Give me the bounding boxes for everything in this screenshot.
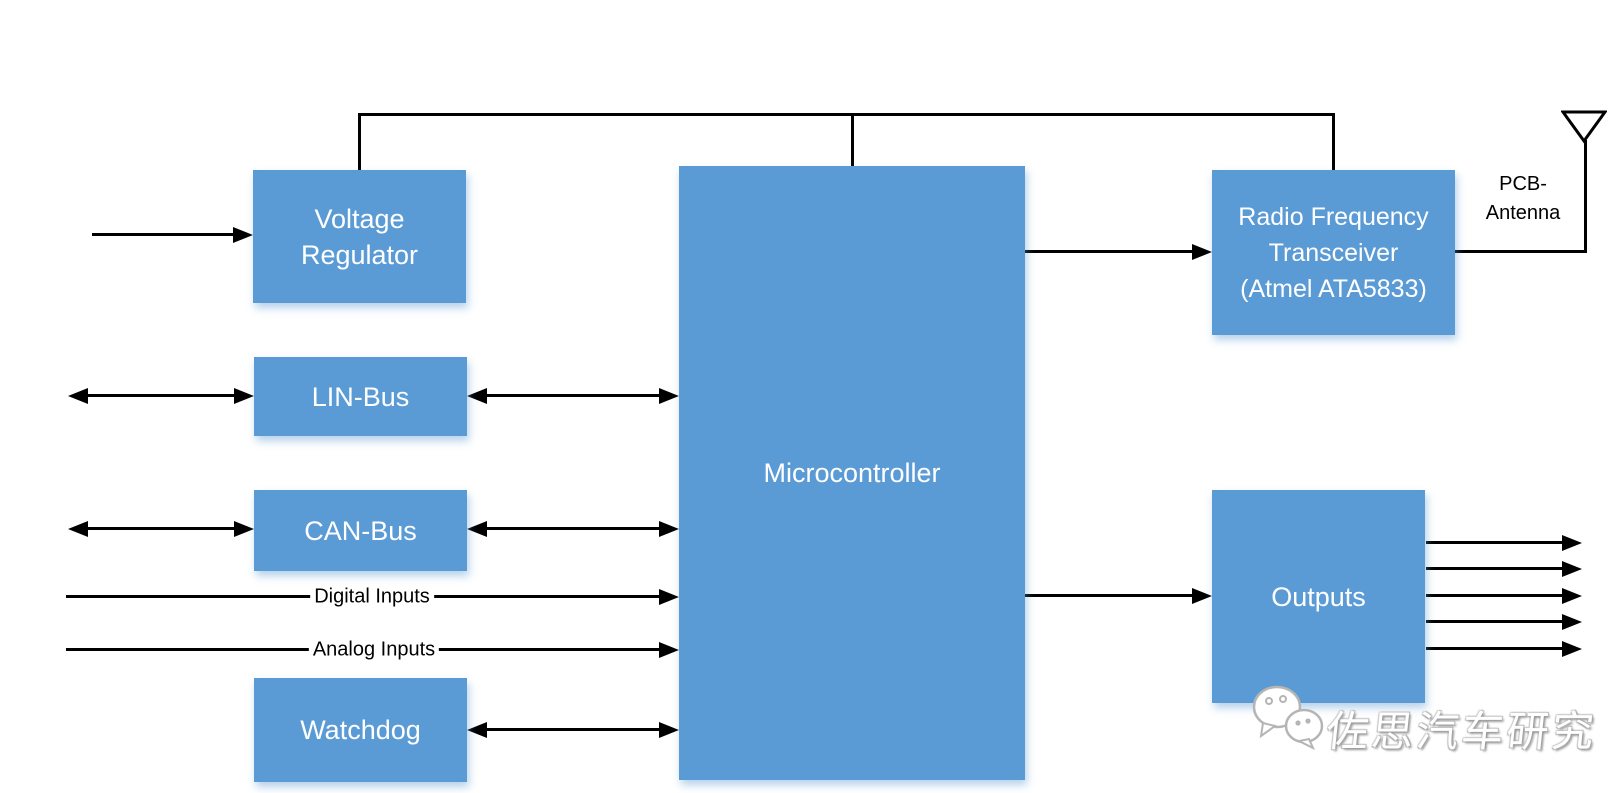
- connector-top-bus-riser-rf-transceiver: [1332, 113, 1335, 172]
- connector-top-bus-riser-voltage-regulator: [358, 113, 361, 170]
- box-can-bus: CAN-Bus: [254, 490, 467, 571]
- connector-output-5: [1426, 647, 1564, 650]
- connector-output-3: [1426, 594, 1564, 597]
- arrowhead-icon: [1192, 244, 1212, 260]
- arrowhead-icon: [659, 722, 679, 738]
- wechat-icon: [1252, 685, 1324, 750]
- box-rf-transceiver-label: Transceiver: [1268, 238, 1399, 267]
- arrowhead-icon: [467, 388, 487, 404]
- antenna-icon: [1561, 110, 1607, 144]
- arrowhead-icon: [234, 521, 254, 537]
- arrowhead-icon: [659, 642, 679, 658]
- pcb-antenna-label: PCB- Antenna: [1486, 170, 1561, 228]
- connector-can-external: [86, 527, 236, 530]
- analog-inputs-label: Analog Inputs: [308, 638, 440, 662]
- pcb-antenna-label-line: Antenna: [1485, 202, 1561, 224]
- connector-antenna-mast: [1584, 140, 1587, 253]
- arrowhead-icon: [1562, 561, 1582, 577]
- arrowhead-icon: [659, 521, 679, 537]
- arrowhead-icon: [659, 388, 679, 404]
- arrowhead-icon: [1562, 588, 1582, 604]
- box-lin-bus-label: LIN-Bus: [311, 381, 410, 412]
- arrowhead-icon: [467, 521, 487, 537]
- arrowhead-icon: [1192, 588, 1212, 604]
- box-outputs-label: Outputs: [1271, 581, 1366, 612]
- connector-output-4: [1426, 620, 1564, 623]
- box-voltage-regulator-label: Regulator: [300, 239, 419, 270]
- connector-output-2: [1426, 567, 1564, 570]
- box-voltage-regulator-label: Voltage: [314, 203, 405, 234]
- arrowhead-icon: [68, 521, 88, 537]
- box-rf-transceiver-label: (Atmel ATA5833): [1240, 274, 1427, 303]
- arrowhead-icon: [68, 388, 88, 404]
- connector-rf-antenna: [1455, 250, 1586, 253]
- box-lin-bus: LIN-Bus: [254, 357, 467, 436]
- connector-lin-microcontroller: [485, 394, 661, 397]
- box-outputs: Outputs: [1212, 490, 1425, 703]
- arrowhead-icon: [1562, 641, 1582, 657]
- connector-microcontroller-rf: [1025, 250, 1195, 253]
- box-watchdog-label: Watchdog: [300, 715, 421, 745]
- watermark-text: 佐思汽车研究: [1324, 708, 1600, 755]
- box-rf-transceiver-label: Radio Frequency: [1238, 202, 1429, 231]
- arrowhead-icon: [1562, 614, 1582, 630]
- connector-can-microcontroller: [485, 527, 661, 530]
- connector-watchdog-microcontroller: [485, 728, 661, 731]
- box-watchdog: Watchdog: [254, 678, 467, 782]
- arrowhead-icon: [233, 227, 253, 243]
- connector-top-bus-riser-microcontroller: [851, 113, 854, 166]
- arrowhead-icon: [1562, 535, 1582, 551]
- connector-output-1: [1426, 541, 1564, 544]
- connector-microcontroller-outputs: [1025, 594, 1195, 597]
- connector-voltage-regulator-input: [92, 233, 237, 236]
- connector-top-bus: [359, 113, 1335, 116]
- arrowhead-icon: [659, 589, 679, 605]
- box-rf-transceiver: Radio Frequency Transceiver (Atmel ATA58…: [1212, 170, 1455, 335]
- arrowhead-icon: [234, 388, 254, 404]
- box-microcontroller: Microcontroller: [679, 166, 1025, 780]
- box-microcontroller-label: Microcontroller: [763, 458, 941, 488]
- connector-lin-external: [86, 394, 236, 397]
- arrowhead-icon: [467, 722, 487, 738]
- box-can-bus-label: CAN-Bus: [304, 515, 417, 546]
- pcb-antenna-label-line: PCB-: [1499, 173, 1547, 195]
- digital-inputs-label: Digital Inputs: [310, 585, 434, 609]
- box-voltage-regulator: Voltage Regulator: [253, 170, 466, 303]
